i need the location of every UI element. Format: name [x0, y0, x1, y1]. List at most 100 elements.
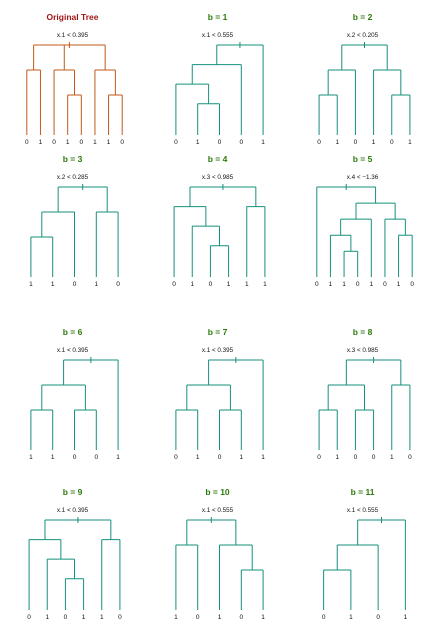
panel-title: b = 5 [353, 154, 373, 164]
leaf-label: 0 [73, 281, 77, 288]
leaf-label: 1 [66, 139, 70, 146]
leaf-label: 0 [174, 139, 178, 146]
leaf-label: 0 [174, 454, 178, 461]
tree-panel: b = 5 x.4 < −1.36 0 1 1 0 1 0 1 0 [315, 154, 414, 288]
leaf-label: 1 [107, 139, 111, 146]
tree-panel: b = 6 x.1 < 0.395 1 1 0 0 1 [29, 327, 120, 461]
leaf-label: 0 [354, 139, 358, 146]
split-label: x.3 < 0.985 [347, 347, 379, 354]
split-label: x.1 < 0.555 [202, 507, 234, 514]
panel-title: b = 1 [208, 12, 228, 22]
split-label: x.1 < 0.395 [57, 347, 89, 354]
tree-panel: Original Tree x.1 < 0.395 0 1 0 1 0 1 1 0 [25, 12, 124, 146]
leaf-label: 0 [116, 281, 120, 288]
leaf-label: 1 [390, 454, 394, 461]
leaf-label: 1 [263, 281, 267, 288]
leaf-label: 1 [404, 614, 408, 621]
leaf-label: 1 [239, 454, 243, 461]
leaf-label: 1 [372, 139, 376, 146]
split-label: x.2 < 0.205 [347, 32, 379, 39]
panel-title: b = 4 [208, 154, 228, 164]
leaf-label: 0 [120, 139, 124, 146]
leaf-label: 1 [100, 614, 104, 621]
leaf-label: 0 [118, 614, 122, 621]
leaf-label: 0 [196, 614, 200, 621]
tree-panel: b = 1 x.1 < 0.555 0 1 0 0 1 [174, 12, 265, 146]
leaf-label: 1 [349, 614, 353, 621]
leaf-label: 1 [29, 281, 33, 288]
leaf-label: 1 [116, 454, 120, 461]
panel-title: b = 9 [63, 487, 83, 497]
leaf-label: 1 [218, 614, 222, 621]
panel-title: b = 7 [208, 327, 228, 337]
leaf-label: 1 [93, 139, 97, 146]
leaf-label: 1 [82, 614, 86, 621]
leaf-label: 1 [397, 281, 401, 288]
panel-title: Original Tree [47, 12, 99, 22]
leaf-label: 0 [25, 139, 29, 146]
leaf-label: 1 [335, 139, 339, 146]
leaf-label: 0 [315, 281, 319, 288]
leaf-label: 1 [196, 454, 200, 461]
panel-title: b = 2 [353, 12, 373, 22]
leaf-label: 1 [245, 281, 249, 288]
leaf-label: 1 [261, 139, 265, 146]
split-label: x.1 < 0.395 [57, 507, 89, 514]
leaf-label: 0 [218, 454, 222, 461]
leaf-label: 1 [39, 139, 43, 146]
leaf-label: 1 [51, 281, 55, 288]
panel-title: b = 3 [63, 154, 83, 164]
leaf-label: 0 [27, 614, 31, 621]
leaf-label: 1 [329, 281, 333, 288]
panel-title: b = 8 [353, 327, 373, 337]
panel-title: b = 10 [205, 487, 230, 497]
leaf-label: 0 [209, 281, 213, 288]
tree-panel: b = 7 x.1 < 0.395 0 1 0 1 1 [174, 327, 265, 461]
leaf-label: 1 [335, 454, 339, 461]
split-label: x.1 < 0.555 [202, 32, 234, 39]
split-label: x.1 < 0.395 [202, 347, 234, 354]
leaf-label: 1 [174, 614, 178, 621]
leaf-label: 1 [261, 454, 265, 461]
leaf-label: 0 [52, 139, 56, 146]
leaf-label: 1 [408, 139, 412, 146]
tree-panel: b = 4 x.3 < 0.985 0 1 0 1 1 1 [172, 154, 267, 288]
leaf-label: 0 [73, 454, 77, 461]
panel-title: b = 6 [63, 327, 83, 337]
split-label: x.1 < 0.395 [57, 32, 89, 39]
leaf-label: 0 [64, 614, 68, 621]
split-label: x.4 < −1.36 [347, 174, 379, 181]
leaf-label: 1 [45, 614, 49, 621]
tree-panel: b = 9 x.1 < 0.395 0 1 0 1 1 0 [27, 487, 122, 621]
leaf-label: 0 [376, 614, 380, 621]
split-label: x.3 < 0.985 [202, 174, 234, 181]
leaf-label: 0 [410, 281, 414, 288]
leaf-label: 0 [383, 281, 387, 288]
leaf-label: 1 [190, 281, 194, 288]
leaf-label: 0 [218, 139, 222, 146]
leaf-label: 1 [51, 454, 55, 461]
leaf-label: 0 [322, 614, 326, 621]
leaf-label: 1 [370, 281, 374, 288]
leaf-label: 1 [342, 281, 346, 288]
leaf-label: 0 [172, 281, 176, 288]
tree-panel: b = 3 x.2 < 0.285 1 1 0 1 0 [29, 154, 120, 288]
leaf-label: 0 [356, 281, 360, 288]
leaf-label: 1 [94, 281, 98, 288]
leaf-label: 1 [196, 139, 200, 146]
leaf-label: 0 [354, 454, 358, 461]
leaf-label: 1 [29, 454, 33, 461]
leaf-label: 0 [239, 139, 243, 146]
leaf-label: 0 [80, 139, 84, 146]
panel-title: b = 11 [351, 487, 375, 497]
leaf-label: 1 [261, 614, 265, 621]
split-label: x.2 < 0.285 [57, 174, 89, 181]
leaf-label: 0 [94, 454, 98, 461]
leaf-label: 1 [227, 281, 231, 288]
